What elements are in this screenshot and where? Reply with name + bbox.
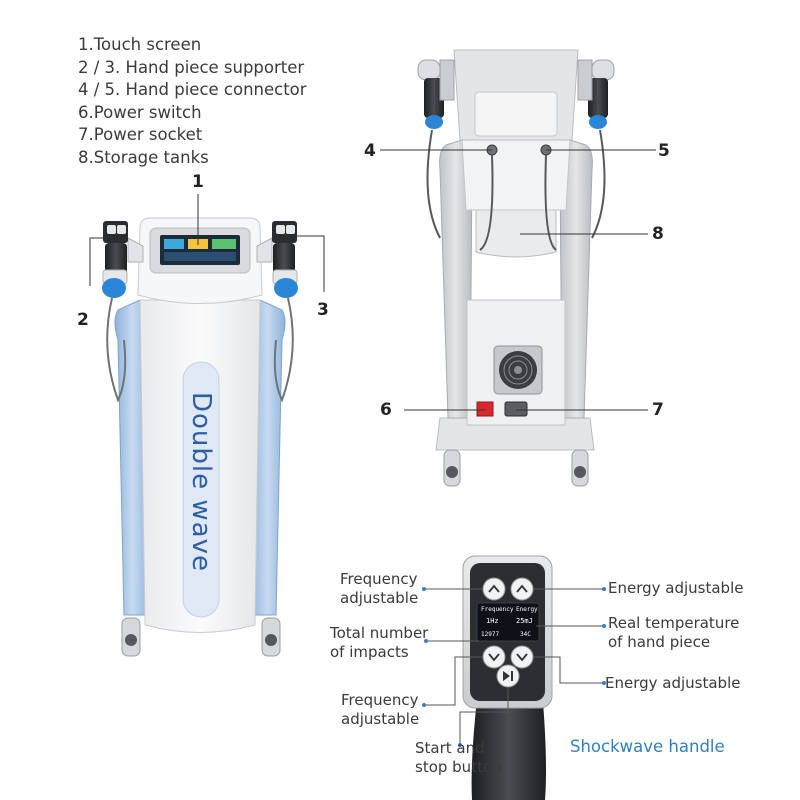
- handle-caption: Shockwave handle: [570, 737, 725, 756]
- legend-item: 2 / 3. Hand piece supporter: [78, 57, 305, 77]
- marker-5: 5: [658, 141, 670, 161]
- legend-item: 8.Storage tanks: [78, 147, 209, 167]
- back-wheels: [443, 449, 589, 487]
- shockwave-handle: [462, 555, 553, 800]
- callout-frequency-down: Frequency adjustable: [341, 691, 420, 728]
- screen-impacts-value: 12977: [481, 631, 500, 638]
- back-right-handpiece: [577, 59, 615, 129]
- leader-lines: [89, 149, 656, 411]
- front-left-handpiece: [102, 221, 128, 298]
- legend-item: 1.Touch screen: [78, 35, 202, 54]
- screen-frequency-value: 1Hz: [486, 617, 499, 625]
- screen-temp-value: 34C: [520, 631, 531, 638]
- marker-4: 4: [364, 141, 376, 161]
- marker-7: 7: [652, 400, 664, 420]
- marker-8: 8: [652, 224, 664, 244]
- front-right-handpiece: [272, 221, 298, 298]
- screen-energy-value: 25mJ: [516, 617, 533, 625]
- marker-2: 2: [77, 310, 89, 330]
- legend-item: 7.Power socket: [78, 125, 203, 145]
- marker-1: 1: [192, 172, 204, 192]
- power-socket: [504, 401, 528, 417]
- front-touch-screen: [160, 235, 240, 265]
- handle-leader-lines: [424, 588, 604, 745]
- marker-6: 6: [380, 400, 392, 420]
- screen-frequency-label: Frequency: [481, 606, 514, 613]
- handle-leader-dots: [422, 587, 606, 747]
- cooling-fan: [493, 345, 543, 395]
- marker-3: 3: [317, 300, 329, 320]
- brand-label: Double wave: [186, 392, 216, 572]
- legend: 1.Touch screen 2 / 3. Hand piece support…: [78, 34, 307, 170]
- callout-energy-up: Energy adjustable: [608, 579, 744, 597]
- screen-energy-label: Energy: [516, 606, 538, 613]
- legend-item: 4 / 5. Hand piece connector: [78, 80, 307, 100]
- legend-item: 6.Power switch: [78, 102, 202, 122]
- front-wheels: [121, 617, 281, 657]
- power-switch: [476, 401, 494, 417]
- storage-tank: [475, 209, 557, 258]
- callout-total-impacts: Total number of impacts: [330, 624, 429, 661]
- callout-temperature: Real temperature of hand piece: [608, 614, 740, 651]
- callout-frequency-up: Frequency adjustable: [340, 570, 419, 607]
- front-machine: [102, 217, 298, 657]
- callout-start-stop: Start and stop button: [415, 739, 502, 776]
- back-left-handpiece: [417, 59, 455, 129]
- back-machine: [417, 49, 615, 487]
- callout-energy-down: Energy adjustable: [605, 674, 741, 692]
